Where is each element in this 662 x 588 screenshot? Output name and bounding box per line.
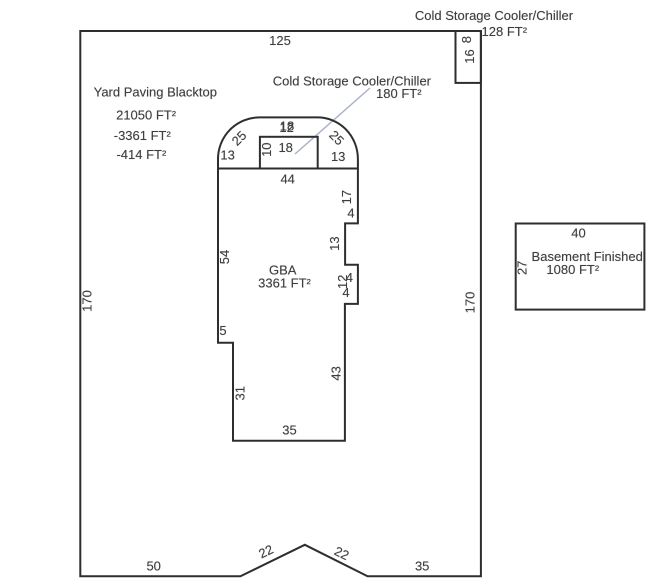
svg-text:12: 12 [335, 275, 350, 289]
svg-text:13: 13 [220, 148, 234, 163]
svg-text:125: 125 [269, 33, 291, 48]
svg-text:1080 FT²: 1080 FT² [546, 262, 599, 277]
svg-text:22: 22 [256, 542, 276, 562]
svg-text:13: 13 [331, 149, 345, 164]
svg-text:5: 5 [219, 323, 226, 338]
svg-text:-3361 FT²: -3361 FT² [114, 128, 172, 143]
svg-text:Cold Storage Cooler/Chiller: Cold Storage Cooler/Chiller [273, 73, 432, 88]
svg-text:54: 54 [217, 250, 232, 264]
svg-text:50: 50 [146, 559, 160, 574]
svg-text:8: 8 [459, 36, 474, 43]
svg-text:170: 170 [80, 290, 95, 312]
svg-text:17: 17 [339, 190, 354, 204]
svg-text:12: 12 [279, 120, 293, 135]
svg-text:180 FT²: 180 FT² [376, 86, 422, 101]
svg-text:27: 27 [515, 261, 530, 275]
svg-text:4: 4 [347, 206, 354, 221]
svg-text:35: 35 [282, 423, 296, 438]
svg-text:22: 22 [332, 543, 352, 563]
svg-text:43: 43 [329, 366, 344, 380]
svg-text:31: 31 [232, 386, 247, 400]
svg-text:18: 18 [278, 140, 292, 155]
svg-text:4: 4 [346, 270, 353, 285]
svg-text:128 FT²: 128 FT² [482, 24, 528, 39]
svg-text:3361 FT²: 3361 FT² [258, 276, 311, 291]
svg-text:18: 18 [280, 119, 294, 134]
svg-text:25: 25 [229, 128, 250, 149]
svg-text:Yard Paving Blacktop: Yard Paving Blacktop [94, 84, 217, 99]
svg-text:GBA: GBA [269, 263, 297, 278]
svg-text:-414 FT²: -414 FT² [116, 147, 167, 162]
svg-text:4: 4 [342, 285, 349, 300]
svg-text:10: 10 [259, 142, 274, 156]
svg-text:44: 44 [280, 171, 294, 186]
svg-text:25: 25 [326, 127, 347, 148]
svg-text:Basement Finished: Basement Finished [532, 249, 643, 264]
svg-text:35: 35 [415, 559, 429, 574]
svg-text:170: 170 [463, 292, 478, 314]
svg-text:13: 13 [327, 236, 342, 250]
svg-text:16: 16 [462, 49, 477, 63]
svg-text:Cold Storage Cooler/Chiller: Cold Storage Cooler/Chiller [415, 8, 574, 23]
svg-text:21050 FT²: 21050 FT² [116, 107, 177, 122]
svg-text:40: 40 [571, 225, 585, 240]
